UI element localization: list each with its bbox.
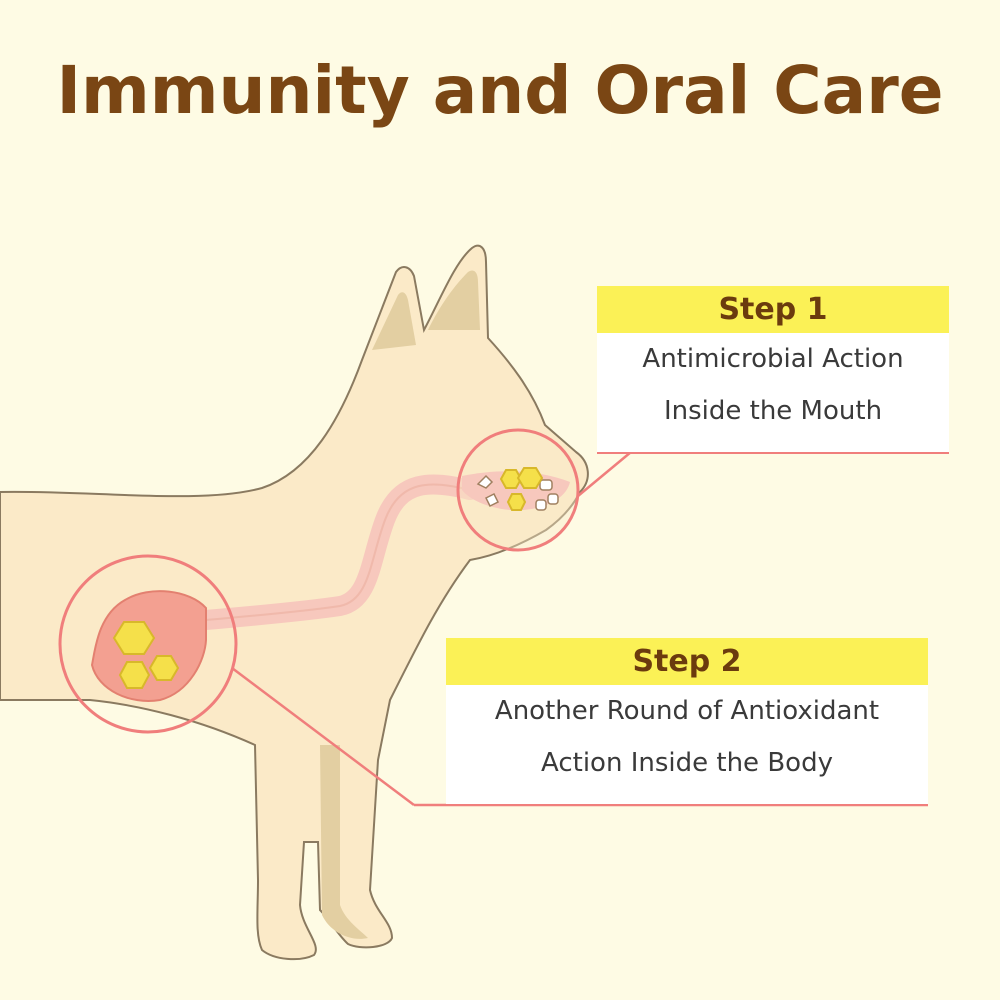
page-title: Immunity and Oral Care bbox=[56, 52, 944, 129]
stomach-zoom-circle bbox=[58, 554, 238, 734]
leg-shade bbox=[320, 745, 368, 939]
tooth-icon bbox=[476, 474, 559, 511]
esophagus-outline bbox=[205, 483, 471, 621]
step-1-card: Step 1 Antimicrobial Action Inside the M… bbox=[597, 286, 949, 454]
step-2-description: Another Round of Antioxidant Action Insi… bbox=[446, 685, 928, 806]
step-1-label: Step 1 bbox=[597, 286, 949, 333]
connector-step2 bbox=[231, 667, 415, 806]
ear-shade-right bbox=[428, 270, 480, 330]
connector-step1 bbox=[577, 451, 632, 497]
ear-shade-left bbox=[372, 292, 416, 350]
step-1-line-1: Antimicrobial Action bbox=[642, 344, 904, 374]
antioxidant-hexagon-icon bbox=[499, 467, 544, 511]
step-1-description: Antimicrobial Action Inside the Mouth bbox=[597, 333, 949, 454]
step-1-line-2: Inside the Mouth bbox=[663, 396, 883, 426]
step-2-line-2: Action Inside the Body bbox=[541, 748, 833, 778]
antioxidant-hexagon-icon bbox=[112, 621, 180, 689]
step-2-card: Step 2 Another Round of Antioxidant Acti… bbox=[446, 638, 928, 806]
step-2-line-1: Another Round of Antioxidant bbox=[494, 696, 880, 726]
step-2-label: Step 2 bbox=[446, 638, 928, 685]
